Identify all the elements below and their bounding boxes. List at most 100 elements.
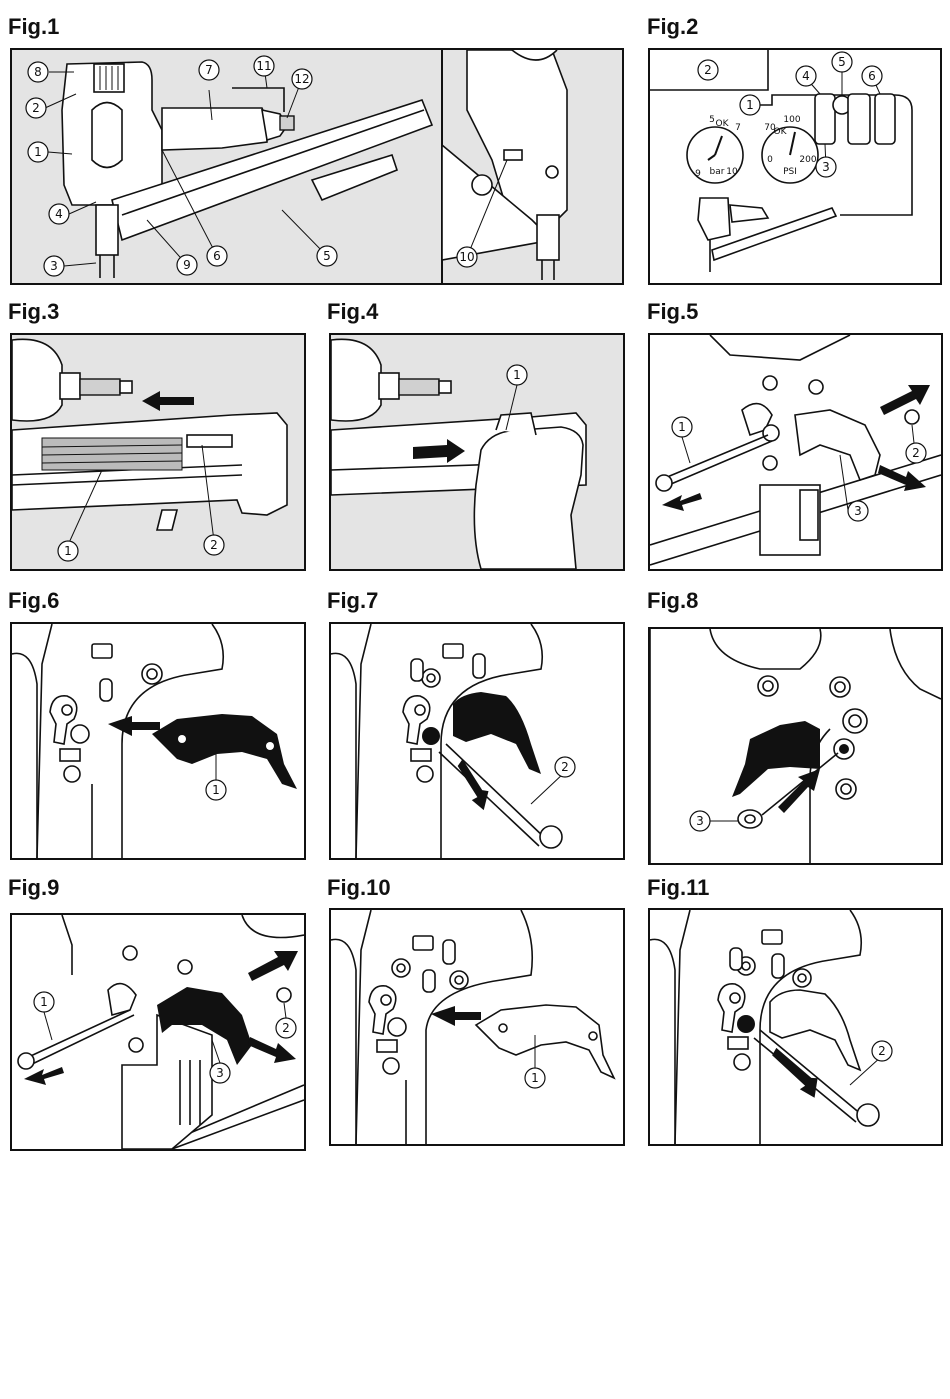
arrow-down-right [248,1037,296,1063]
gauge-psi: 70 OK 100 0 200 PSI [761,115,819,184]
fig10-callout-1: 1 [524,1067,546,1089]
fig3-callout-1: 1 [57,540,79,562]
fig1-callout-3: 3 [43,255,65,277]
fig8-panel: 3 [648,627,943,865]
fig3-callout-2: 2 [203,534,225,556]
pin-hole [737,1015,755,1033]
fig2-title: Fig.2 [647,14,699,39]
svg-text:1: 1 [64,544,72,558]
svg-text:11: 11 [256,59,271,73]
air-fitting [279,115,295,131]
svg-text:5: 5 [709,115,715,125]
lever-part [732,721,820,797]
fig9-callout-2: 2 [275,1017,297,1039]
fig1-callout-9: 9 [176,254,198,276]
svg-text:3: 3 [50,259,58,273]
svg-text:6: 6 [868,69,876,83]
fig9-title: Fig.9 [8,875,60,900]
svg-text:7: 7 [735,123,741,133]
fig7-title: Fig.7 [327,588,379,613]
lever-part [769,989,862,1072]
fig5-illustration: 1 2 3 [650,335,941,566]
svg-text:200: 200 [799,155,816,165]
fig2-label-box [650,50,769,91]
svg-text:2: 2 [32,101,40,115]
svg-text:0: 0 [767,155,773,165]
arrow-up-right [880,385,930,415]
air-fitting [59,372,81,400]
fig1-callout-11: 11 [253,55,275,77]
lever-part [152,714,297,789]
svg-text:1: 1 [212,783,220,797]
svg-text:2: 2 [282,1021,290,1035]
arrow-right [413,439,465,463]
fig8-title: Fig.8 [647,588,699,613]
fig6-panel: 1 [10,622,306,860]
svg-text:4: 4 [802,69,810,83]
svg-text:2: 2 [878,1044,886,1058]
fig5-panel: 1 2 3 [648,333,943,571]
fig9-panel: 1 2 3 [10,913,306,1151]
pin-head [655,474,673,492]
fig4-panel: 1 [329,333,625,571]
svg-text:1: 1 [34,145,42,159]
nailer-handle [161,107,268,151]
svg-text:2: 2 [912,446,920,460]
svg-text:3: 3 [216,1066,224,1080]
arrow-up-left [772,1047,818,1098]
svg-text:1: 1 [40,995,48,1009]
svg-text:100: 100 [783,115,800,125]
lubricator-unit [874,93,896,145]
svg-text:6: 6 [213,249,221,263]
svg-text:8: 8 [34,65,42,79]
lever-part [474,1004,616,1080]
svg-text:2: 2 [210,538,218,552]
svg-text:3: 3 [854,504,862,518]
pin-head [17,1052,35,1070]
fig11-callout-2: 2 [871,1040,893,1062]
fig2-illustration: 5 OK 7 9 bar 10 70 OK 100 0 200 PSI 2 1 [650,50,913,272]
fig1-callout-12: 12 [291,68,313,90]
fig3-title: Fig.3 [8,299,60,324]
pin-hole [422,727,440,745]
fig7-illustration: 2 [331,624,576,858]
fig7-callout-2: 2 [554,756,576,778]
fig1-panel: 8 2 1 4 3 9 6 5 7 11 12 10 [10,48,624,285]
arrow-left [108,716,160,736]
svg-text:1: 1 [531,1071,539,1085]
fig10-title: Fig.10 [327,875,391,900]
svg-text:4: 4 [55,207,63,221]
filter-unit [814,93,836,145]
svg-text:7: 7 [205,63,213,77]
arrow-up-right [778,769,820,813]
fig4-illustration: 1 [331,338,587,569]
air-fitting [378,372,400,400]
arrow-up-left [457,759,489,811]
latch [794,409,881,481]
fig2-callout-2: 2 [697,59,719,81]
svg-text:3: 3 [696,814,704,828]
fig7-panel: 2 [329,622,625,860]
svg-text:12: 12 [294,72,309,86]
fig1-callout-8: 8 [27,61,49,83]
fig5-title: Fig.5 [647,299,699,324]
fig2-callout-3: 3 [815,156,837,178]
fig2-callout-6: 6 [861,65,883,87]
svg-text:5: 5 [838,55,846,69]
svg-text:2: 2 [561,760,569,774]
svg-text:5: 5 [323,249,331,263]
fig10-illustration: 1 [331,910,616,1144]
fig11-illustration: 2 [650,910,893,1144]
fig1-callout-5: 5 [316,245,338,267]
fig1-callout-7: 7 [198,59,220,81]
svg-text:OK: OK [716,119,730,129]
svg-text:10: 10 [726,167,738,177]
nose [95,204,119,256]
gauge-bar: 5 OK 7 9 bar 10 [686,115,744,184]
svg-text:70: 70 [764,123,776,133]
fig8-callout-3: 3 [689,810,711,832]
fig5-callout-1: 1 [671,416,693,438]
pin-head [539,825,563,849]
fig6-callout-1: 1 [205,779,227,801]
fig4-title: Fig.4 [327,299,379,324]
